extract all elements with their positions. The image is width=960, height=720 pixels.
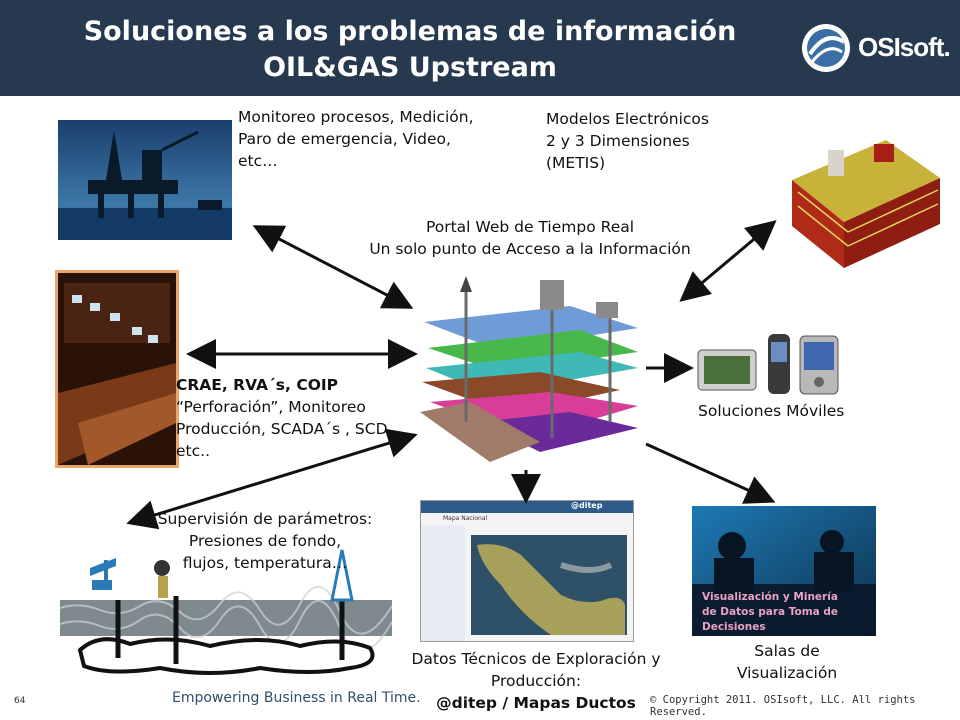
datos-line-2: Producción: — [490, 672, 582, 690]
visualization-overlay-text: Visualización y Minería de Datos para To… — [702, 590, 838, 635]
header-bar: Soluciones a los problemas de informació… — [0, 0, 960, 96]
moviles-label: Soluciones Móviles — [698, 402, 845, 420]
arrow-offshore-portal — [252, 225, 414, 309]
supervision-line-2: Presiones de fondo, — [188, 532, 342, 550]
modelos-line-1: Modelos Electrónicos — [546, 110, 709, 128]
crae-line-2: “Perforación”, Monitoreo — [176, 398, 366, 416]
page-number: 64 — [14, 696, 26, 706]
supervision-line-1: Supervisión de parámetros: — [157, 510, 373, 528]
datos-line-3: @ditep / Mapas Ductos — [436, 694, 636, 712]
ditep-portal-image: @ditep Mapa Nacional — [420, 500, 634, 642]
title-line-2: OIL&GAS Upstream — [263, 52, 557, 83]
geology-model-image — [420, 272, 642, 470]
datos-line-1: Datos Técnicos de Exploración y — [411, 650, 661, 668]
arrow-model-portal — [679, 220, 777, 302]
overlay-line-1: Visualización y Minería — [702, 591, 838, 603]
control-room-image — [55, 270, 179, 468]
ditep-subtitle: Mapa Nacional — [443, 515, 488, 522]
monitoreo-line-2: Paro de emergencia, Video, — [238, 130, 451, 148]
arrow-portal-field — [126, 428, 418, 530]
portal-label: Portal Web de Tiempo Real Un solo punto … — [340, 216, 720, 260]
datos-label: Datos Técnicos de Exploración y Producci… — [386, 648, 686, 714]
portal-line-2: Un solo punto de Acceso a la Información — [369, 240, 691, 258]
salas-label: Salas de Visualización — [712, 640, 862, 684]
footer-copyright: © Copyright 2011. OSIsoft, LLC. All righ… — [650, 694, 916, 718]
salas-line-1: Salas de — [754, 642, 820, 660]
supervision-label: Supervisión de parámetros: Presiones de … — [140, 508, 390, 574]
modelos-label: Modelos Electrónicos 2 y 3 Dimensiones (… — [546, 108, 709, 174]
portal-line-1: Portal Web de Tiempo Real — [425, 218, 635, 236]
crae-line-1: CRAE, RVA´s, COIP — [176, 376, 338, 394]
footer-tagline: Empowering Business in Real Time. — [172, 690, 421, 706]
monitoreo-line-3: etc… — [238, 152, 278, 170]
overlay-line-3: Decisiones — [702, 621, 766, 633]
overlay-line-2: de Datos para Toma de — [702, 606, 839, 618]
supervision-line-3: flujos, temperatura… — [182, 554, 348, 572]
offshore-platform-image — [58, 120, 232, 240]
oil-field-image — [60, 540, 392, 678]
modelos-line-3: (METIS) — [546, 154, 606, 172]
slide-title: Soluciones a los problemas de informació… — [60, 14, 760, 86]
osisoft-logo: OSIsoft. — [800, 22, 951, 74]
crae-line-3: Producción, SCADA´s , SCD, — [176, 420, 393, 438]
osisoft-logo-icon — [802, 24, 850, 72]
crae-line-4: etc.. — [176, 442, 210, 460]
ditep-logo-text: @ditep — [571, 501, 603, 510]
title-line-1: Soluciones a los problemas de informació… — [83, 16, 737, 47]
visualization-room-image: Visualización y Minería de Datos para To… — [692, 506, 876, 636]
arrow-portal-salas — [645, 442, 776, 504]
mobile-devices-image — [696, 330, 846, 398]
3d-model-image — [778, 122, 946, 270]
crae-label: CRAE, RVA´s, COIP “Perforación”, Monitor… — [176, 374, 392, 462]
osisoft-logo-text: OSIsoft. — [858, 32, 951, 62]
modelos-line-2: 2 y 3 Dimensiones — [546, 132, 690, 150]
monitoreo-label: Monitoreo procesos, Medición, Paro de em… — [238, 106, 474, 172]
monitoreo-line-1: Monitoreo procesos, Medición, — [238, 108, 474, 126]
salas-line-2: Visualización — [736, 664, 838, 682]
